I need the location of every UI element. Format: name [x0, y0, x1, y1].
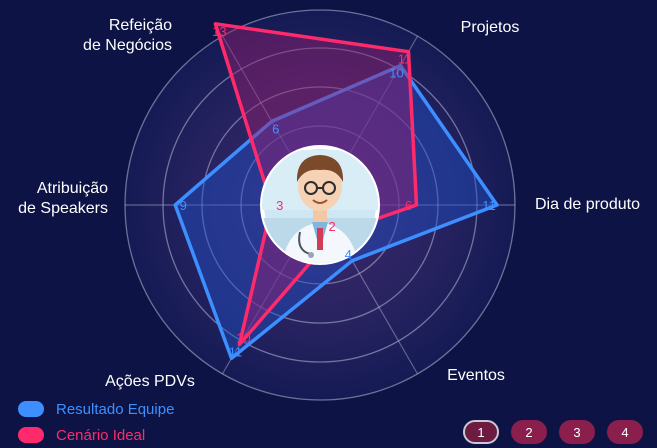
data-label-blue: 11	[229, 344, 243, 359]
axis-label: Projetos	[461, 19, 520, 36]
legend-label: Resultado Equipe	[56, 400, 175, 418]
data-label-red: 3	[276, 198, 283, 213]
data-label-blue: 4	[345, 247, 352, 262]
axis-label: Eventos	[447, 367, 505, 384]
grid-ring-3	[201, 86, 439, 324]
axis-label: Dia de produto	[535, 196, 640, 213]
data-label-blue: 9	[180, 198, 187, 213]
axis-label: Ações PDVs	[105, 373, 195, 390]
grid-ring-2	[240, 125, 400, 285]
legend-swatch-blue	[18, 401, 44, 417]
data-label-blue: 6	[272, 121, 279, 136]
data-label-blue: 11	[482, 198, 496, 213]
data-label-red: 13	[212, 24, 226, 39]
data-label-blue: 10	[389, 66, 403, 81]
page-button-2[interactable]: 2	[511, 420, 547, 444]
page-button-1[interactable]: 1	[463, 420, 499, 444]
pagination: 1 2 3 4	[463, 420, 643, 444]
chart-legend: Resultado Equipe Cenário Ideal	[18, 396, 174, 448]
legend-item-resultado-equipe[interactable]: Resultado Equipe	[18, 396, 174, 422]
data-label-red: 11	[398, 52, 412, 67]
page-button-3[interactable]: 3	[559, 420, 595, 444]
legend-item-cenario-ideal[interactable]: Cenário Ideal	[18, 422, 174, 448]
data-label-red: 10	[236, 330, 250, 345]
legend-swatch-red	[18, 427, 44, 443]
data-label-red: 2	[328, 219, 335, 234]
grid-ring-4	[162, 47, 478, 363]
data-label-red: 6	[405, 198, 412, 213]
page-button-4[interactable]: 4	[607, 420, 643, 444]
grid-ring-5	[124, 9, 516, 401]
legend-label: Cenário Ideal	[56, 426, 146, 444]
